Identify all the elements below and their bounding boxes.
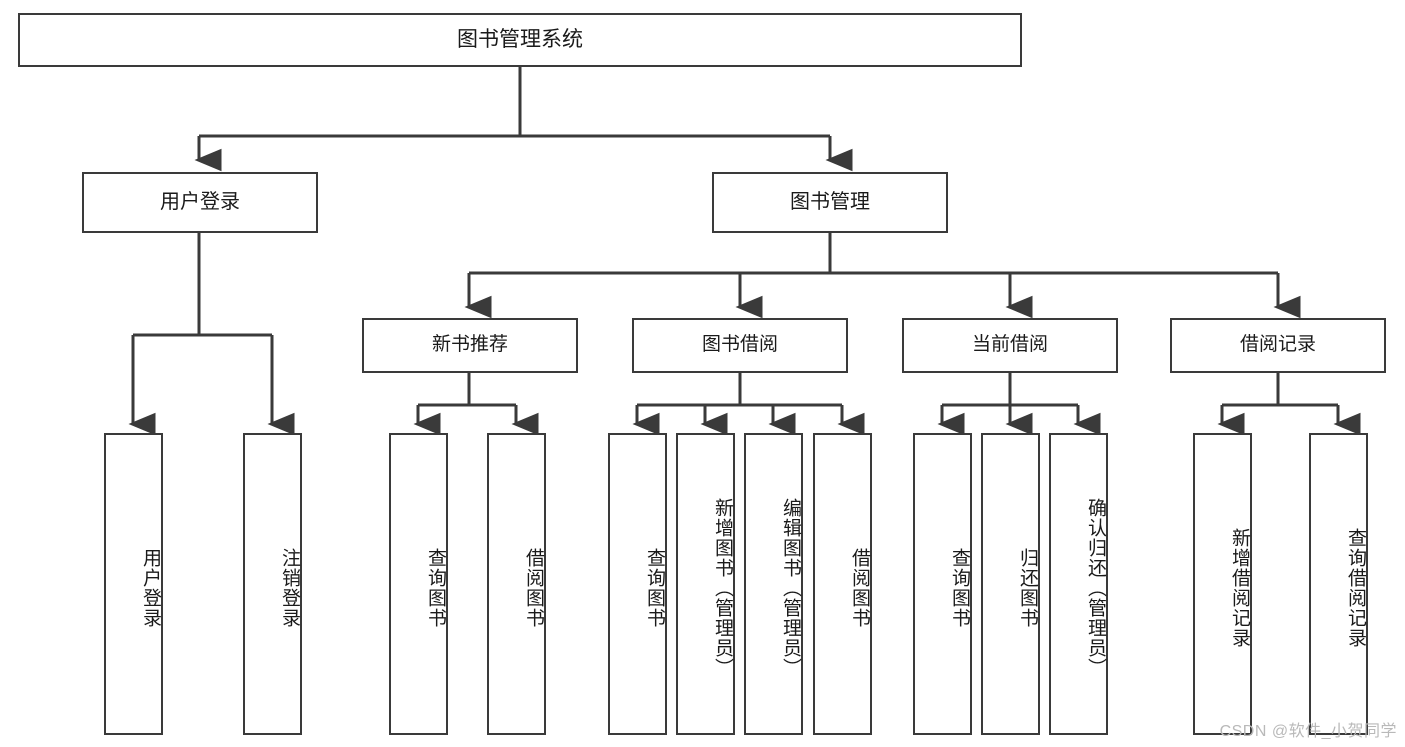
leaf-record-query-borrow-record[interactable]: 查询借阅记录	[1309, 433, 1368, 735]
leaf-label: 用户登录	[140, 548, 161, 628]
node-current-borrow[interactable]: 当前借阅	[902, 318, 1118, 373]
leaf-label: 查询图书	[644, 548, 665, 628]
leaf-borrow-add-book-admin[interactable]: 新增图书（管理员）	[676, 433, 735, 735]
node-book-borrow-label: 图书借阅	[701, 334, 778, 356]
leaf-current-return-book[interactable]: 归还图书	[981, 433, 1040, 735]
node-book-borrow[interactable]: 图书借阅	[632, 318, 848, 373]
leaf-newbook-query-book[interactable]: 查询图书	[389, 433, 448, 735]
leaf-label: 新增借阅记录	[1229, 528, 1250, 648]
node-borrow-record[interactable]: 借阅记录	[1170, 318, 1386, 373]
node-borrow-record-label: 借阅记录	[1239, 334, 1316, 356]
leaf-label: 归还图书	[1017, 548, 1038, 628]
leaf-label: 查询借阅记录	[1345, 528, 1366, 648]
leaf-label: 查询图书	[425, 548, 446, 628]
leaf-newbook-borrow-book[interactable]: 借阅图书	[487, 433, 546, 735]
leaf-borrow-edit-book-admin[interactable]: 编辑图书（管理员）	[744, 433, 803, 735]
node-current-borrow-label: 当前借阅	[971, 334, 1048, 356]
leaf-borrow-borrow-book[interactable]: 借阅图书	[813, 433, 872, 735]
leaf-label: 借阅图书	[849, 548, 870, 628]
leaf-current-query-book[interactable]: 查询图书	[913, 433, 972, 735]
leaf-login-user-login[interactable]: 用户登录	[104, 433, 163, 735]
leaf-label: 新增图书（管理员）	[712, 498, 733, 678]
leaf-label: 确认归还（管理员）	[1085, 498, 1106, 678]
node-new-book-recommend[interactable]: 新书推荐	[362, 318, 578, 373]
leaf-label: 编辑图书（管理员）	[780, 498, 801, 678]
node-book-management-label: 图书管理	[790, 190, 870, 213]
leaf-login-logout[interactable]: 注销登录	[243, 433, 302, 735]
node-root[interactable]: 图书管理系统	[18, 13, 1022, 67]
node-user-login-label: 用户登录	[160, 190, 240, 213]
node-user-login[interactable]: 用户登录	[82, 172, 318, 233]
node-new-book-recommend-label: 新书推荐	[431, 334, 508, 356]
watermark: CSDN @软件_小贺同学	[1219, 723, 1397, 740]
leaf-current-confirm-return-admin[interactable]: 确认归还（管理员）	[1049, 433, 1108, 735]
leaf-borrow-query-book[interactable]: 查询图书	[608, 433, 667, 735]
leaf-label: 查询图书	[949, 548, 970, 628]
leaf-record-add-borrow-record[interactable]: 新增借阅记录	[1193, 433, 1252, 735]
leaf-label: 借阅图书	[523, 548, 544, 628]
leaf-label: 注销登录	[279, 548, 300, 628]
node-book-management[interactable]: 图书管理	[712, 172, 948, 233]
node-root-label: 图书管理系统	[457, 27, 583, 51]
